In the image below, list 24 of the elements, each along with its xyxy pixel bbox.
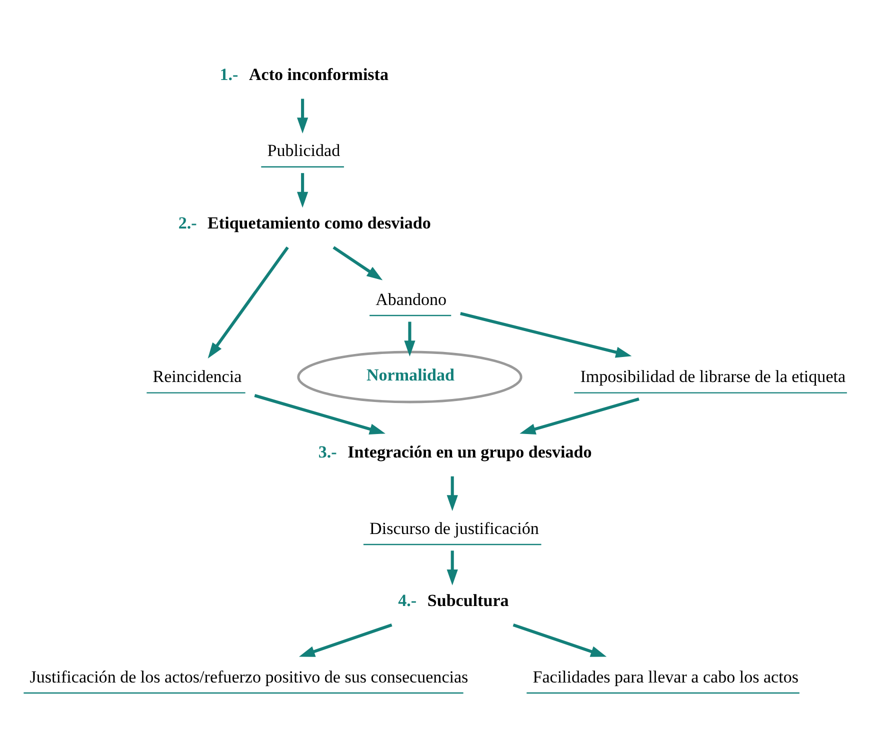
arrow <box>520 397 640 434</box>
arrow <box>404 321 416 356</box>
node-text: Abandono <box>376 289 447 308</box>
node-text: Discurso de justificación <box>370 518 539 538</box>
node-text: Reincidencia <box>152 366 242 386</box>
arrow <box>332 246 383 280</box>
node-text: Imposibilidad de librarse de la etiqueta <box>580 366 846 386</box>
node-text: Publicidad <box>267 140 340 160</box>
node-text: Facilidades para llevar a cabo los actos <box>532 666 798 686</box>
node-text: 2.- Etiquetamiento como desviado <box>178 213 431 232</box>
arrow <box>512 622 607 656</box>
node-text: Justificación de los actos/refuerzo positivo de sus consecuencias <box>30 666 468 686</box>
arrow <box>208 246 289 358</box>
arrow <box>297 172 308 208</box>
arrow <box>298 622 392 656</box>
arrow <box>446 476 458 511</box>
node-text: 3.- Integración en un grupo desviado <box>318 442 592 462</box>
arrow <box>254 394 386 434</box>
node-ellipse: Normalidad <box>297 350 522 403</box>
arrow <box>297 98 308 133</box>
node-text: 4.- Subcultura <box>398 590 509 610</box>
arrow <box>446 550 458 585</box>
arrow <box>460 312 632 358</box>
node-text: 1.- Acto inconformista <box>220 64 389 84</box>
